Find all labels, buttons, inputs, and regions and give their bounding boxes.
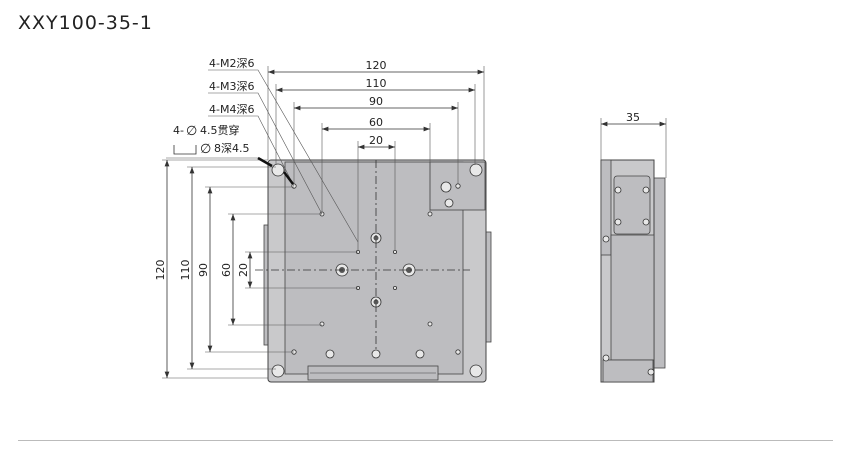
corner-hole <box>469 364 483 378</box>
dim-left-60: 60 <box>220 263 233 277</box>
callout-m2: 4-M2深6 <box>209 57 254 70</box>
corner-hole <box>271 364 285 378</box>
side-view <box>600 159 666 383</box>
dim-side-35: 35 <box>626 111 640 124</box>
dim-top-120: 120 <box>366 59 387 72</box>
dim-left-110: 110 <box>179 260 192 281</box>
drawing-title: XXY100-35-1 <box>18 12 153 34</box>
corner-hole <box>271 163 285 177</box>
diameter-symbol: ∅ <box>200 142 211 157</box>
dim-left-90: 90 <box>197 263 210 277</box>
counterbore-symbol <box>173 145 197 155</box>
corner-hole <box>469 163 483 177</box>
dim-top-20: 20 <box>369 134 383 147</box>
callout-through-prefix: 4- <box>173 124 184 137</box>
callout-counterbore: 8深4.5 <box>214 142 250 155</box>
dim-top-90: 90 <box>369 95 383 108</box>
leader-arrow <box>257 156 273 168</box>
dim-top-110: 110 <box>366 77 387 90</box>
motor-block <box>613 175 651 235</box>
callout-through-hole: 4.5贯穿 <box>200 123 240 137</box>
callout-m4: 4-M4深6 <box>209 103 254 116</box>
dim-left-120: 120 <box>154 260 167 281</box>
divider <box>18 440 833 441</box>
diameter-symbol: ∅ <box>186 124 197 139</box>
leader-arrow <box>283 171 294 185</box>
dim-top-60: 60 <box>369 116 383 129</box>
front-view <box>255 159 492 383</box>
dim-left-20: 20 <box>237 263 250 277</box>
callout-m3: 4-M3深6 <box>209 80 254 93</box>
